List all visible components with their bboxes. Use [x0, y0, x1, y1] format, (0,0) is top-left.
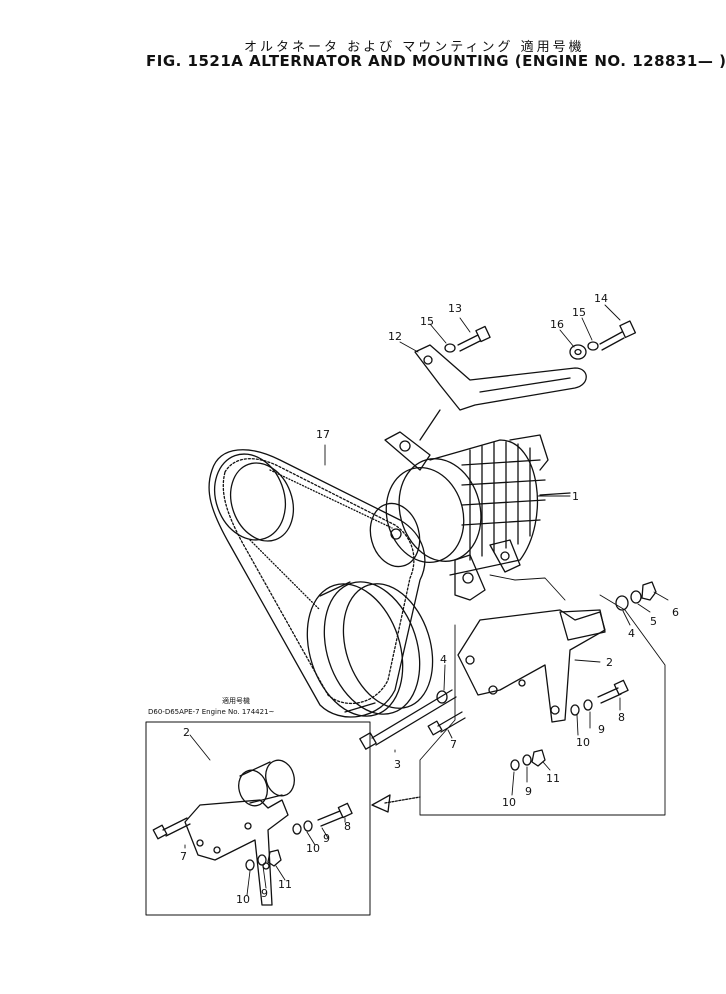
- leader-lines: [324, 304, 669, 816]
- v-belt: [208, 449, 426, 718]
- callout-1: 1: [572, 490, 579, 503]
- callout-3: 3: [394, 758, 401, 771]
- adjusting-bracket: [414, 344, 587, 441]
- upper-pulley: [214, 453, 294, 542]
- callout-16: 16: [550, 318, 564, 331]
- inset-view: [145, 721, 371, 916]
- inset-callout-10-lower: 10: [236, 893, 250, 906]
- callout-2: 2: [606, 656, 613, 669]
- title-english: FIG. 1521A ALTERNATOR AND MOUNTING (ENGI…: [146, 52, 726, 70]
- alternator: [369, 431, 571, 601]
- inset-callout-9-lower: 9: [261, 887, 268, 900]
- callout-labels: 1 2 3 4 4 5 6 7 8 9 10 11 9 10 12 13 14 …: [180, 292, 679, 906]
- mounting-bracket: [457, 609, 606, 723]
- callout-4-left: 4: [440, 653, 447, 666]
- callout-7: 7: [450, 738, 457, 751]
- inset-callout-7: 7: [180, 850, 187, 863]
- inset-callout-9: 9: [323, 832, 330, 845]
- inset-header-english: D60-D65APE-7 Engine No. 174421~: [148, 708, 275, 716]
- right-washers-and-nut: [615, 581, 657, 611]
- callout-11: 11: [546, 772, 560, 785]
- callout-12: 12: [388, 330, 402, 343]
- callout-15-right: 15: [572, 306, 586, 319]
- callout-13: 13: [448, 302, 462, 315]
- callout-6: 6: [672, 606, 679, 619]
- arrow-to-inset: [371, 794, 421, 813]
- callout-14: 14: [594, 292, 608, 305]
- crankshaft-pulley: [306, 581, 434, 717]
- callout-10: 10: [576, 736, 590, 749]
- callout-4-right: 4: [628, 627, 635, 640]
- callout-17: 17: [316, 428, 330, 441]
- title-japanese: オルタネータ および マウンティング 適用号機: [244, 40, 585, 55]
- callout-15-left: 15: [420, 315, 434, 328]
- inset-callout-2: 2: [183, 726, 190, 739]
- inset-callout-10: 10: [306, 842, 320, 855]
- inset-callout-8: 8: [344, 820, 351, 833]
- callout-9: 9: [598, 723, 605, 736]
- callout-10-lower: 10: [502, 796, 516, 809]
- callout-9-lower: 9: [525, 785, 532, 798]
- bolt-7: [437, 711, 466, 733]
- callout-5: 5: [650, 615, 657, 628]
- inset-header-japanese: 適用号機: [222, 696, 250, 705]
- long-bolt: [359, 689, 457, 750]
- upper-bolts-and-washers: [444, 320, 637, 360]
- bolt-8: [597, 687, 622, 704]
- inset-callout-11: 11: [278, 878, 292, 891]
- callout-8: 8: [618, 711, 625, 724]
